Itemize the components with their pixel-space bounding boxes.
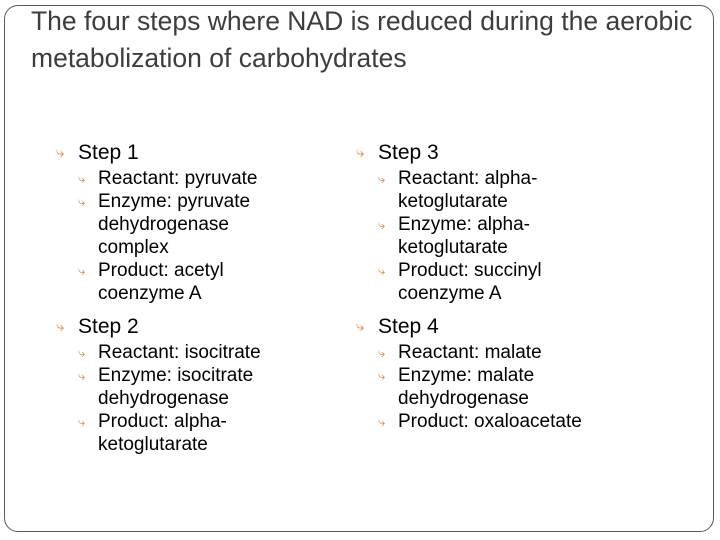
list-item: ⤷ Product: acetyl coenzyme A	[78, 259, 298, 305]
step-block-4: ⤷ Step 4 ⤷ Reactant: malate ⤷ Enzyme: malat…	[356, 314, 656, 433]
item-text: Product: succinyl coenzyme A	[398, 260, 542, 304]
curved-arrow-bullet-icon: ⤷	[56, 144, 65, 161]
step-heading: ⤷ Step 4	[356, 314, 656, 340]
curved-arrow-bullet-icon: ⤷	[78, 345, 86, 360]
step-heading: ⤷ Step 1	[56, 140, 356, 166]
right-column: ⤷ Step 3 ⤷ Reactant: alpha-ketoglutarate ⤷…	[356, 140, 656, 443]
slide-title: The four steps where NAD is reduced duri…	[31, 6, 693, 73]
list-item: ⤷ Reactant: malate	[378, 341, 656, 364]
curved-arrow-bullet-icon: ⤷	[78, 194, 86, 209]
list-item: ⤷ Reactant: alpha-ketoglutarate	[378, 167, 578, 213]
curved-arrow-bullet-icon: ⤷	[78, 368, 86, 383]
item-text: Enzyme: malate dehydrogenase	[398, 365, 535, 409]
step-label: Step 1	[78, 141, 139, 164]
list-item: ⤷ Product: alpha-ketoglutarate	[78, 410, 278, 456]
list-item: ⤷ Enzyme: pyruvate dehydrogenase complex	[78, 190, 298, 259]
curved-arrow-bullet-icon: ⤷	[378, 217, 386, 232]
list-item: ⤷ Product: succinyl coenzyme A	[378, 259, 598, 305]
curved-arrow-bullet-icon: ⤷	[378, 171, 386, 186]
curved-arrow-bullet-icon: ⤷	[378, 345, 386, 360]
step-heading: ⤷ Step 2	[56, 314, 356, 340]
curved-arrow-bullet-icon: ⤷	[356, 144, 365, 161]
item-text: Product: oxaloacetate	[398, 411, 582, 432]
item-text: Product: acetyl coenzyme A	[98, 260, 224, 304]
item-text: Product: alpha-ketoglutarate	[98, 411, 227, 455]
step-block-1: ⤷ Step 1 ⤷ Reactant: pyruvate ⤷ Enzyme: pyr…	[56, 140, 356, 305]
item-text: Enzyme: isocitrate dehydrogenase	[98, 365, 254, 409]
curved-arrow-bullet-icon: ⤷	[378, 263, 386, 278]
item-text: Reactant: alpha-ketoglutarate	[398, 168, 538, 212]
step-block-3: ⤷ Step 3 ⤷ Reactant: alpha-ketoglutarate ⤷…	[356, 140, 656, 305]
step-heading: ⤷ Step 3	[356, 140, 656, 166]
item-text: Reactant: pyruvate	[98, 168, 258, 189]
item-text: Reactant: malate	[398, 342, 542, 363]
curved-arrow-bullet-icon: ⤷	[56, 318, 65, 335]
curved-arrow-bullet-icon: ⤷	[356, 318, 365, 335]
item-text: Enzyme: pyruvate dehydrogenase complex	[98, 191, 251, 258]
step-label: Step 4	[378, 315, 439, 338]
list-item: ⤷ Enzyme: malate dehydrogenase	[378, 364, 578, 410]
step-label: Step 2	[78, 315, 139, 338]
curved-arrow-bullet-icon: ⤷	[78, 414, 86, 429]
step-label: Step 3	[378, 141, 439, 164]
list-item: ⤷ Enzyme: alpha-ketoglutarate	[378, 213, 578, 259]
curved-arrow-bullet-icon: ⤷	[378, 368, 386, 383]
list-item: ⤷ Reactant: isocitrate	[78, 341, 356, 364]
curved-arrow-bullet-icon: ⤷	[78, 171, 86, 186]
list-item: ⤷ Product: oxaloacetate	[378, 410, 656, 433]
left-column: ⤷ Step 1 ⤷ Reactant: pyruvate ⤷ Enzyme: pyr…	[56, 140, 356, 466]
curved-arrow-bullet-icon: ⤷	[378, 414, 386, 429]
item-text: Enzyme: alpha-ketoglutarate	[398, 214, 531, 258]
step-block-2: ⤷ Step 2 ⤷ Reactant: isocitrate ⤷ Enzyme: i…	[56, 314, 356, 456]
curved-arrow-bullet-icon: ⤷	[78, 263, 86, 278]
slide-frame	[4, 5, 714, 532]
item-text: Reactant: isocitrate	[98, 342, 261, 363]
list-item: ⤷ Enzyme: isocitrate dehydrogenase	[78, 364, 303, 410]
list-item: ⤷ Reactant: pyruvate	[78, 167, 356, 190]
